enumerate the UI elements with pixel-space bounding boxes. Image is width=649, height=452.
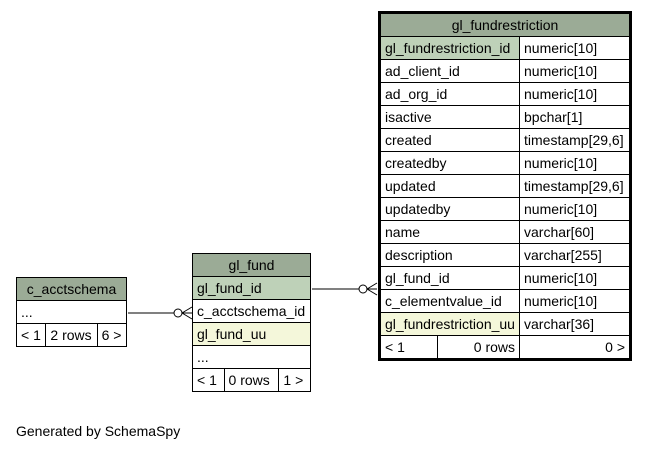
ellipsis-row: ... xyxy=(16,300,127,324)
column-type: numeric[10] xyxy=(519,59,631,83)
nav-parents[interactable]: < 1 xyxy=(192,368,225,392)
column-gl-fund-uu[interactable]: gl_fund_uu xyxy=(192,322,311,346)
column-name[interactable]: gl_fundrestriction_uu xyxy=(379,312,520,336)
column-type: numeric[10] xyxy=(519,266,631,290)
edge-gl-fund-to-c-acctschema xyxy=(128,306,193,320)
nav-parents[interactable]: < 1 xyxy=(379,335,438,360)
nav-children[interactable]: 0 > xyxy=(519,335,631,360)
column-name[interactable]: description xyxy=(379,243,520,267)
edge-gl-fundrestriction-to-gl-fund xyxy=(312,282,378,296)
ellipsis-row: ... xyxy=(192,345,311,369)
column-type: numeric[10] xyxy=(519,36,631,60)
column-name[interactable]: created xyxy=(379,128,520,152)
column-type: numeric[10] xyxy=(519,151,631,175)
table-title[interactable]: gl_fund xyxy=(192,253,311,277)
column-name[interactable]: gl_fundrestriction_id xyxy=(379,36,520,60)
row-count: 0 rows xyxy=(223,368,280,392)
nav-children[interactable]: 6 > xyxy=(96,323,128,347)
column-name[interactable]: updated xyxy=(379,174,520,198)
nav-parents[interactable]: < 1 xyxy=(15,323,47,347)
column-type: bpchar[1] xyxy=(519,105,631,129)
footer-credit: Generated by SchemaSpy xyxy=(16,423,181,439)
column-name[interactable]: gl_fund_id xyxy=(379,266,520,290)
column-name[interactable]: updatedby xyxy=(379,197,520,221)
column-c-acctschema-id[interactable]: c_acctschema_id xyxy=(192,299,311,323)
column-type: timestamp[29,6] xyxy=(519,174,631,198)
column-name[interactable]: createdby xyxy=(379,151,520,175)
column-name[interactable]: c_elementvalue_id xyxy=(379,289,520,313)
column-type: timestamp[29,6] xyxy=(519,128,631,152)
table-gl-fundrestriction[interactable]: gl_fundrestriction gl_fundrestriction_id… xyxy=(378,11,632,361)
column-name[interactable]: ad_client_id xyxy=(379,59,520,83)
column-name[interactable]: isactive xyxy=(379,105,520,129)
column-name[interactable]: name xyxy=(379,220,520,244)
column-type: numeric[10] xyxy=(519,82,631,106)
column-gl-fund-id[interactable]: gl_fund_id xyxy=(192,276,311,300)
table-title[interactable]: gl_fundrestriction xyxy=(379,12,631,37)
column-type: numeric[10] xyxy=(519,289,631,313)
table-gl-fund[interactable]: gl_fund gl_fund_id c_acctschema_id gl_fu… xyxy=(192,253,311,392)
column-type: varchar[60] xyxy=(519,220,631,244)
row-count: 0 rows xyxy=(437,335,520,360)
column-name[interactable]: ad_org_id xyxy=(379,82,520,106)
column-type: varchar[255] xyxy=(519,243,631,267)
column-type: numeric[10] xyxy=(519,197,631,221)
row-count: 2 rows xyxy=(45,323,98,347)
table-c-acctschema[interactable]: c_acctschema ... < 1 2 rows 6 > xyxy=(15,277,128,347)
nav-children[interactable]: 1 > xyxy=(278,368,311,392)
table-title[interactable]: c_acctschema xyxy=(16,277,127,301)
column-type: varchar[36] xyxy=(519,312,631,336)
